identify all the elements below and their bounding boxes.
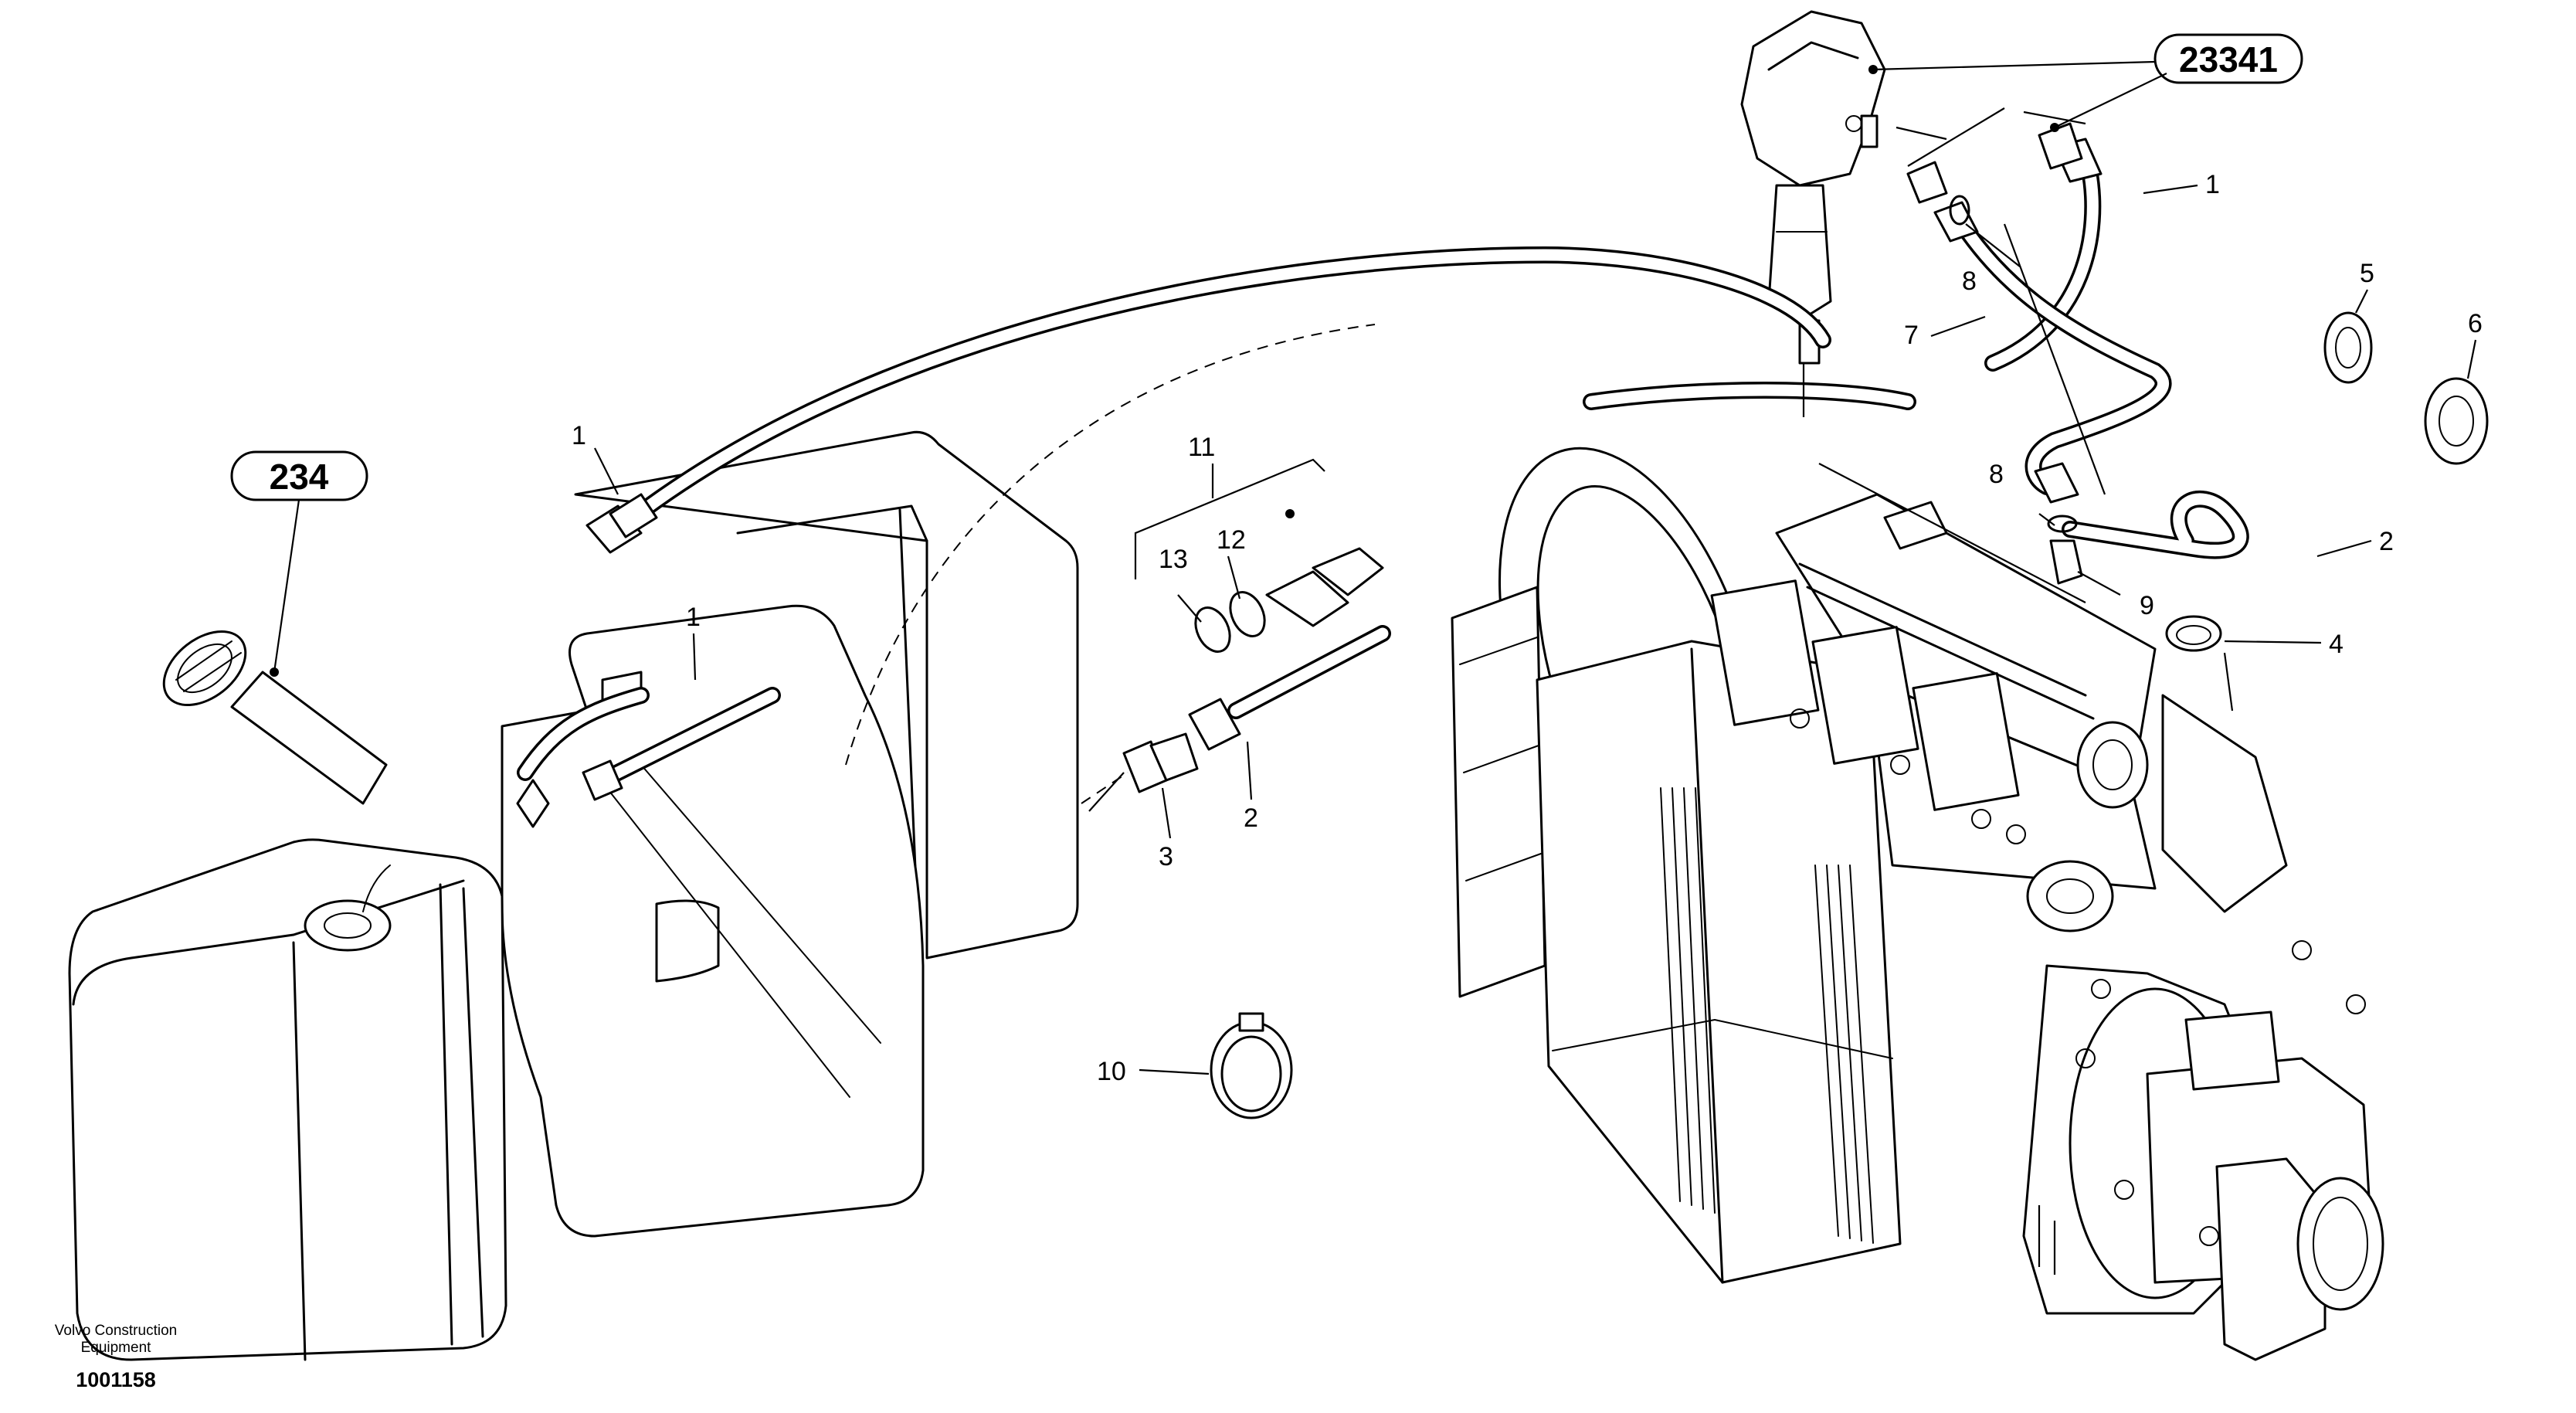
reference-bubble-23341: 23341 (1868, 33, 2303, 132)
callout-13: 13 (1159, 545, 1188, 574)
fitting-top (1906, 122, 2083, 204)
fitting-2-nut (1188, 698, 1241, 751)
reference-bubble-234: 234 (230, 450, 368, 677)
callout-6: 6 (2468, 309, 2483, 338)
callout-1-tank: 1 (686, 603, 701, 632)
fuel-hose-1-tank (517, 687, 781, 801)
fuel-filter-assembly (1740, 10, 1886, 365)
callout-1-left: 1 (572, 421, 586, 450)
callout-8-low: 8 (1989, 460, 2004, 489)
callout-2-right: 2 (2379, 527, 2394, 556)
callout-4: 4 (2329, 630, 2344, 659)
svg-text:234: 234 (270, 457, 329, 497)
callout-8-top: 8 (1962, 267, 1977, 296)
callout-labels: 1 1 1 2 2 3 4 5 6 7 8 8 9 10 11 12 13 (572, 170, 2483, 1086)
footer: Volvo Construction Equipment 1001158 (55, 1323, 177, 1391)
fuel-hose-7 (1933, 201, 2172, 504)
callout-10: 10 (1097, 1057, 1126, 1086)
callout-7: 7 (1904, 321, 1919, 350)
company-name-line1: Volvo Construction (55, 1323, 177, 1339)
fuel-hose-2-mid (1227, 625, 1391, 719)
fuel-tank (68, 430, 1079, 1361)
fuel-hose-long-1 (585, 246, 1831, 554)
clip-6 (2424, 377, 2489, 465)
drawing-number: 1001158 (76, 1368, 156, 1391)
engine-assembly (1451, 447, 2384, 1361)
svg-text:23341: 23341 (2179, 39, 2278, 80)
fuel-hose-2-return (1583, 382, 2249, 559)
o-ring-13 (1194, 606, 1231, 653)
hose-clamp-4 (2165, 615, 2222, 652)
quick-coupling (1265, 509, 1384, 627)
clip-5 (2323, 311, 2373, 384)
callout-leaders (594, 184, 2477, 1075)
washer-8-top (1949, 195, 1970, 226)
callout-5: 5 (2360, 259, 2374, 288)
callout-2-mid: 2 (1244, 803, 1258, 833)
alignment-lines (845, 107, 2234, 804)
company-name-line2: Equipment (81, 1340, 152, 1356)
callout-9: 9 (2140, 591, 2154, 620)
hose-clamp-10 (1210, 1012, 1293, 1119)
callout-3: 3 (1159, 842, 1173, 871)
fitting-3 (1088, 732, 1199, 812)
callout-1-top: 1 (2205, 170, 2220, 199)
callout-11: 11 (1188, 433, 1215, 462)
callout-12: 12 (1217, 525, 1246, 555)
fitting-9 (2047, 515, 2083, 585)
